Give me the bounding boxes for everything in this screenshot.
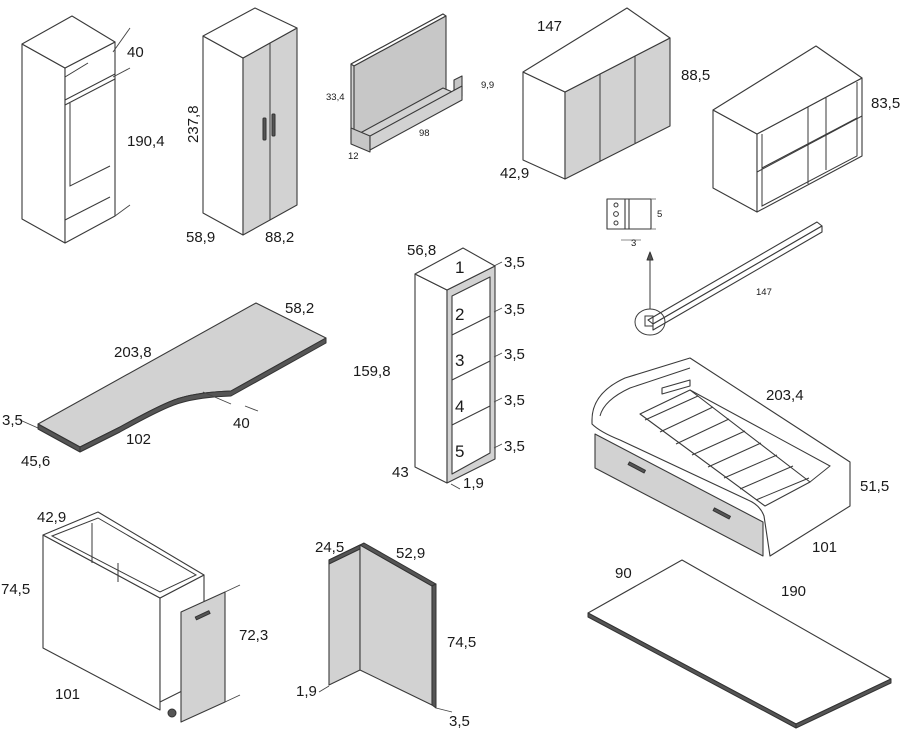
label-203-8: 203,8 (114, 344, 152, 361)
label-74-5: 74,5 (1, 581, 30, 598)
shelf-number-2: 2 (455, 305, 464, 324)
tall-open-frame: 40 190,4 (21, 15, 165, 244)
label-88-2: 88,2 (265, 229, 294, 246)
label-40: 40 (127, 44, 144, 61)
label-190-4: 190,4 (127, 133, 165, 150)
shelf-number-4: 4 (455, 397, 464, 416)
open-bookcase: 83,5 (712, 45, 900, 213)
label-51-5: 51,5 (860, 478, 889, 495)
mattress-board: 90 190 (587, 559, 892, 729)
label-42-9: 42,9 (500, 165, 529, 182)
label-52-9: 52,9 (396, 545, 425, 562)
shelf-gap-1: 3,5 (504, 254, 525, 271)
label-72-3: 72,3 (239, 627, 268, 644)
label-24-5: 24,5 (315, 539, 344, 556)
label-9-9: 9,9 (481, 80, 494, 91)
desk-top: 58,2 203,8 40 3,5 102 45,6 (2, 300, 327, 470)
label-83-5: 83,5 (871, 95, 900, 112)
label-90: 90 (615, 565, 632, 582)
label-3-5-support: 3,5 (449, 713, 470, 730)
wall-shelf: 33,4 9,9 98 12 (326, 13, 494, 162)
wardrobe: 237,8 58,9 88,2 (185, 7, 298, 246)
label-101-bed: 101 (812, 539, 837, 556)
label-88-5: 88,5 (681, 67, 710, 84)
desk-pedestal: 42,9 74,5 72,3 101 (1, 509, 268, 723)
bed-slats (644, 395, 810, 501)
label-5: 5 (657, 209, 662, 220)
label-40-return: 40 (233, 415, 250, 432)
daybed: 203,4 51,5 101 (591, 357, 889, 557)
shelf-number-5: 5 (455, 442, 464, 461)
label-12: 12 (348, 151, 359, 162)
label-3-5: 3,5 (2, 412, 23, 429)
label-1-9: 1,9 (463, 475, 484, 492)
hanging-rail: 5 3 147 (606, 198, 823, 336)
label-147: 147 (537, 18, 562, 35)
label-190: 190 (781, 583, 806, 600)
label-3: 3 (631, 238, 636, 249)
label-102: 102 (126, 431, 151, 448)
shelf-gap-3: 3,5 (504, 346, 525, 363)
label-74-5-support: 74,5 (447, 634, 476, 651)
label-45-6: 45,6 (21, 453, 50, 470)
shelf-number-1: 1 (455, 258, 464, 277)
sideboard: 147 88,5 42,9 (500, 7, 710, 182)
label-58-9: 58,9 (186, 229, 215, 246)
label-1-9-support: 1,9 (296, 683, 317, 700)
shelf-gap-4: 3,5 (504, 392, 525, 409)
desk-support: 24,5 52,9 74,5 1,9 3,5 (296, 539, 476, 730)
label-159-8: 159,8 (353, 363, 391, 380)
shelving-column: 1 2 3 4 5 3,5 3,5 3,5 3,5 3,5 56,8 159,8… (353, 242, 525, 492)
shelf-number-3: 3 (455, 351, 464, 370)
label-147-rail: 147 (756, 287, 772, 298)
label-43: 43 (392, 464, 409, 481)
label-58-2: 58,2 (285, 300, 314, 317)
label-42-9-pedestal: 42,9 (37, 509, 66, 526)
label-98: 98 (419, 128, 430, 139)
label-33-4: 33,4 (326, 92, 345, 103)
label-56-8: 56,8 (407, 242, 436, 259)
label-101-pedestal: 101 (55, 686, 80, 703)
label-203-4: 203,4 (766, 387, 804, 404)
shelf-gap-2: 3,5 (504, 301, 525, 318)
label-237-8: 237,8 (185, 105, 202, 143)
shelf-gap-5: 3,5 (504, 438, 525, 455)
